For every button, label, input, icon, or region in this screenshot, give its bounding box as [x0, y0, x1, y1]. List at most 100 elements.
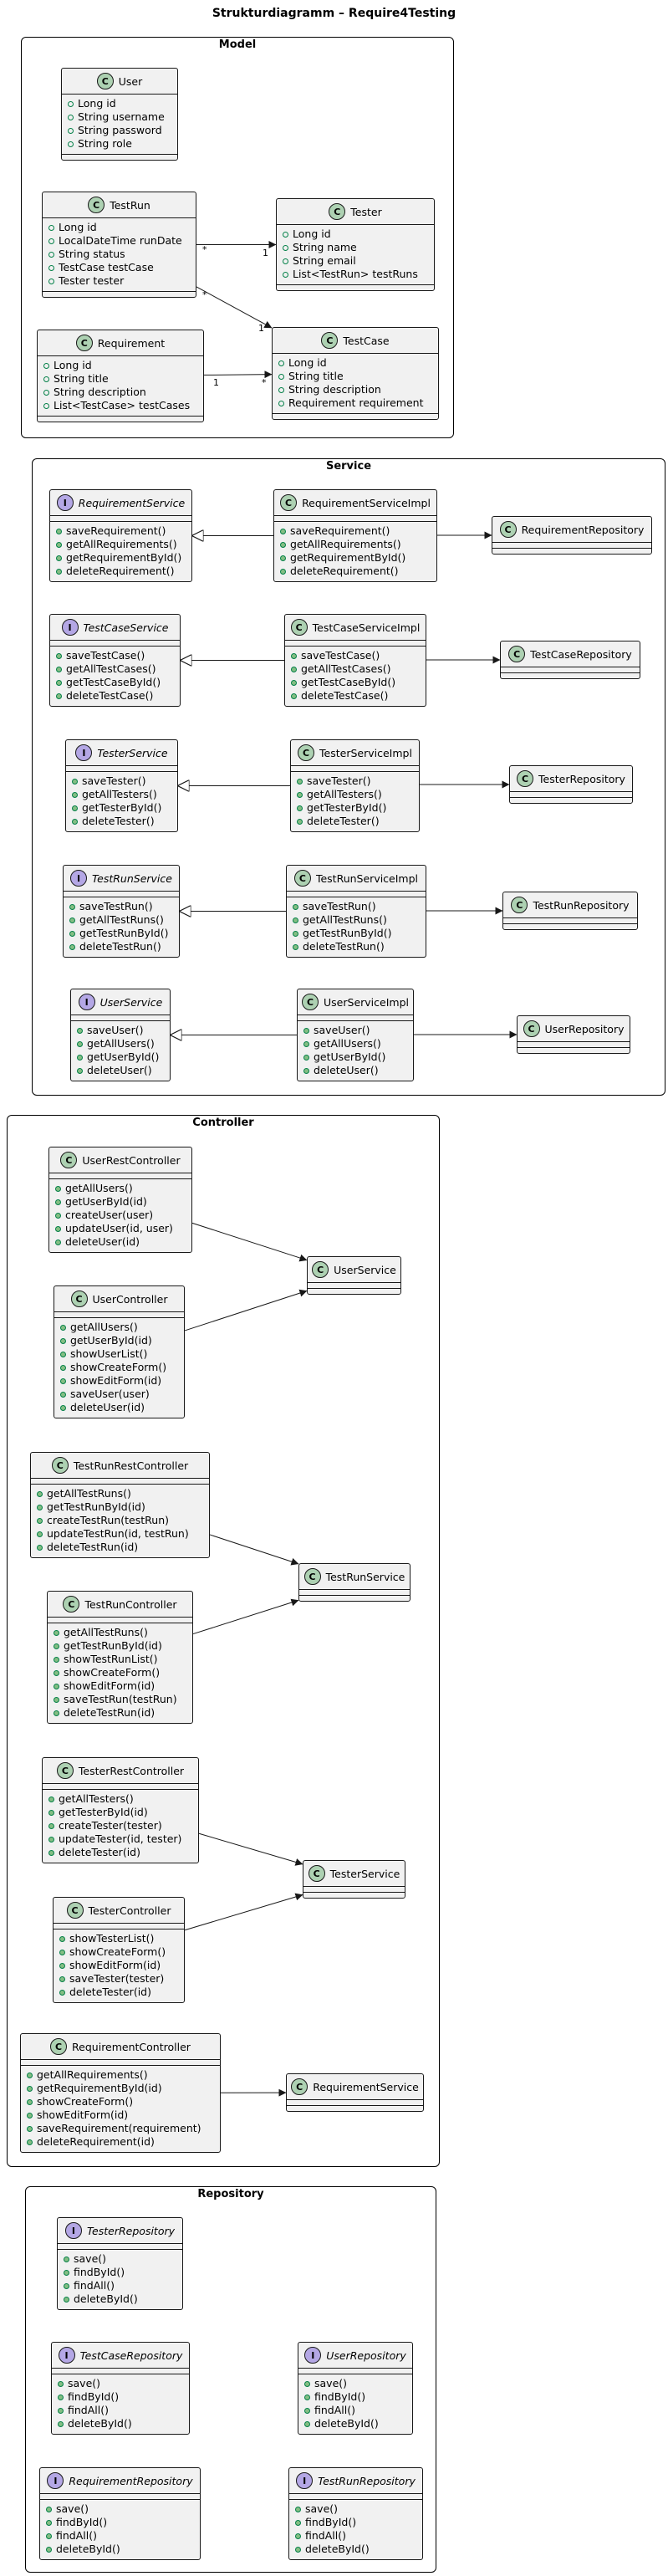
dependency-edge — [192, 1598, 299, 1635]
public-visibility-icon — [278, 373, 284, 380]
class-stereotype-icon: C — [303, 1568, 321, 1585]
field-row: Long id — [43, 221, 196, 234]
interface-stereotype-icon: I — [58, 2347, 75, 2364]
methods-compartment: getAllTestRuns()getTestRunById(id)showTe… — [48, 1623, 192, 1723]
public-visibility-icon — [72, 805, 78, 811]
class-name: User — [118, 74, 143, 88]
method-text: saveTestCase() — [66, 649, 145, 662]
dependency-edge — [184, 1893, 303, 1931]
empty-compartment — [492, 543, 651, 549]
class-name: TestRunService — [325, 1570, 405, 1583]
field-row: String description — [273, 383, 438, 396]
empty-compartment — [289, 2494, 422, 2500]
empty-compartment — [287, 892, 426, 897]
public-visibility-icon — [283, 271, 288, 278]
method-text: deleteTestCase() — [66, 689, 154, 702]
public-visibility-icon — [55, 1212, 61, 1219]
method-text: findById() — [56, 2516, 108, 2528]
public-visibility-icon — [72, 818, 78, 825]
public-visibility-icon — [60, 1391, 66, 1398]
empty-compartment — [303, 1887, 405, 1893]
method-text: showEditForm(id) — [37, 2108, 129, 2121]
multiplicity-label: * — [202, 289, 207, 300]
class-stereotype-icon: C — [280, 494, 298, 511]
public-visibility-icon — [59, 1935, 65, 1942]
package-repository: Repository — [25, 2186, 436, 2573]
class-stereotype-icon: C — [499, 521, 517, 538]
public-visibility-icon — [68, 141, 74, 147]
methods-compartment: save()findById()findAll()deleteById() — [298, 2374, 412, 2434]
method-text: createTestRun(testRun) — [47, 1514, 169, 1526]
method-row: updateUser(id, user) — [49, 1222, 191, 1235]
method-row: deleteById() — [52, 2417, 189, 2430]
method-row: getTestCaseById() — [285, 676, 426, 689]
method-row: getUserById() — [298, 1050, 413, 1064]
class-name: UserService — [99, 995, 163, 1009]
empty-compartment — [287, 2100, 423, 2106]
dependency-edge — [184, 1289, 308, 1331]
public-visibility-icon — [283, 231, 288, 238]
method-row: getAllTestRuns() — [287, 913, 426, 927]
method-row: saveRequirement() — [274, 524, 436, 538]
public-visibility-icon — [295, 2546, 301, 2553]
public-visibility-icon — [304, 2380, 310, 2387]
class-name: UserServiceImpl — [324, 995, 409, 1009]
method-text: getAllTesters() — [307, 788, 382, 800]
public-visibility-icon — [56, 568, 62, 575]
class-stereotype-icon: C — [51, 1457, 69, 1474]
empty-compartment — [510, 798, 632, 803]
class-stereotype-icon: C — [302, 994, 319, 1010]
dependency-edge — [191, 1222, 308, 1262]
public-visibility-icon — [293, 930, 298, 937]
field-row: Long id — [277, 227, 434, 241]
method-text: getTestCaseById() — [66, 676, 161, 688]
method-row: findAll() — [289, 2529, 422, 2543]
field-text: Long id — [54, 359, 92, 371]
public-visibility-icon — [68, 127, 74, 134]
method-row: saveTester(tester) — [54, 1972, 184, 1986]
package-label: Service — [325, 460, 372, 473]
method-text: getTesterById() — [82, 801, 162, 814]
method-text: findAll() — [56, 2529, 97, 2542]
test-run-service-class-box: C TestRunService — [298, 1563, 410, 1602]
empty-compartment — [40, 2494, 200, 2500]
method-text: showCreateForm() — [37, 2095, 134, 2108]
method-text: deleteTester() — [82, 815, 155, 827]
method-text: showCreateForm() — [70, 1361, 167, 1373]
methods-compartment: saveTestCase()getAllTestCases()getTestCa… — [50, 647, 180, 706]
method-text: findById() — [305, 2516, 357, 2528]
empty-compartment — [273, 414, 438, 419]
method-row: deleteTestRun(id) — [31, 1541, 209, 1554]
method-row: saveUser(user) — [54, 1388, 184, 1401]
method-text: getTestCaseById() — [301, 676, 396, 688]
method-row: showUserList() — [54, 1347, 184, 1361]
public-visibility-icon — [56, 679, 62, 686]
class-stereotype-icon: C — [523, 1020, 540, 1037]
method-text: findById() — [314, 2390, 366, 2403]
method-row: findById() — [40, 2516, 200, 2529]
method-row: saveTestCase() — [285, 649, 426, 662]
method-text: save() — [74, 2252, 107, 2265]
empty-compartment — [518, 1042, 630, 1048]
method-text: getAllRequirements() — [66, 538, 177, 550]
public-visibility-icon — [55, 1199, 61, 1205]
methods-compartment: saveRequirement()getAllRequirements()get… — [50, 522, 191, 581]
field-row: Long id — [38, 359, 203, 372]
method-row: deleteTester() — [66, 815, 177, 828]
